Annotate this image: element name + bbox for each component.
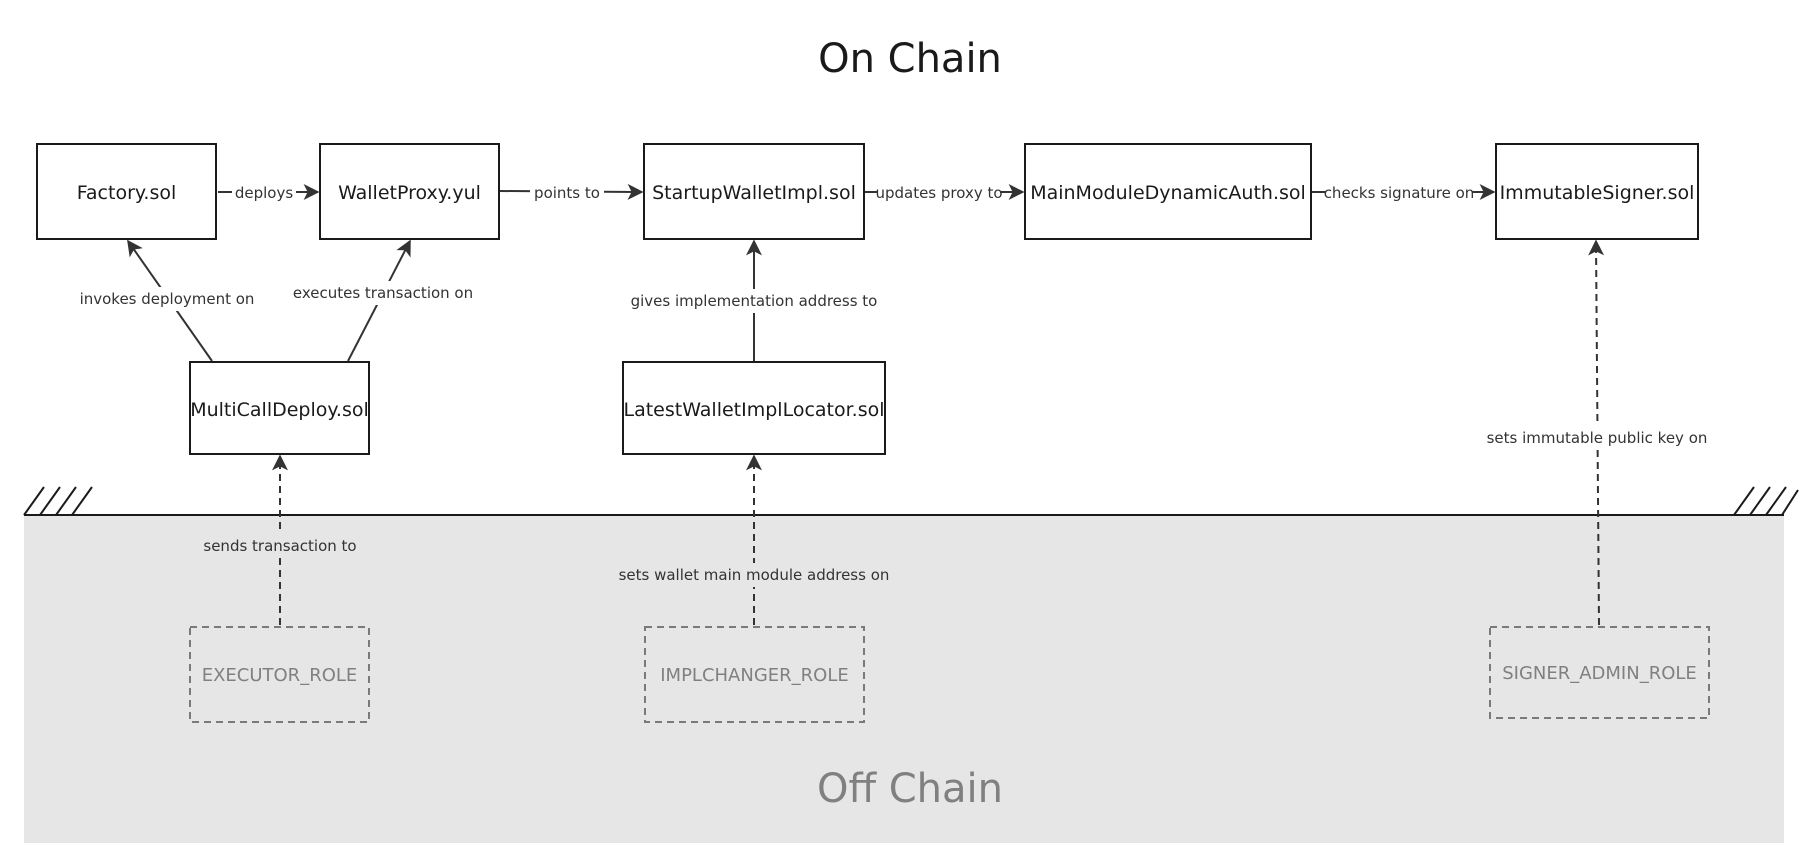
edge-label-deploys: deploys xyxy=(235,184,293,202)
node-multicall-deploy-label: MultiCallDeploy.sol xyxy=(190,399,369,421)
node-latest-wallet-impl-locator: LatestWalletImplLocator.sol xyxy=(622,361,886,455)
node-factory: Factory.sol xyxy=(36,143,217,240)
edge-label-points-to: points to xyxy=(534,184,600,202)
role-signer-admin-label: SIGNER_ADMIN_ROLE xyxy=(1502,663,1697,684)
edge-label-gives-implementation-address-to: gives implementation address to xyxy=(631,292,878,310)
hatch-left xyxy=(23,486,93,516)
off-chain-title: Off Chain xyxy=(817,766,1003,812)
edge-label-sends-transaction-to: sends transaction to xyxy=(203,537,356,555)
node-startup-wallet-impl: StartupWalletImpl.sol xyxy=(643,143,865,240)
edge-label-sets-wallet-main-module-address-on: sets wallet main module address on xyxy=(619,566,890,584)
edge-label-executes-transaction-on: executes transaction on xyxy=(293,284,473,302)
role-signer-admin: SIGNER_ADMIN_ROLE xyxy=(1489,626,1710,719)
node-factory-label: Factory.sol xyxy=(77,182,177,204)
node-immutable-signer-label: ImmutableSigner.sol xyxy=(1500,182,1695,204)
edge-label-sets-immutable-public-key-on: sets immutable public key on xyxy=(1487,429,1708,447)
role-implchanger: IMPLCHANGER_ROLE xyxy=(644,626,865,723)
role-executor-label: EXECUTOR_ROLE xyxy=(202,665,358,686)
on-chain-title: On Chain xyxy=(818,36,1002,82)
hatch-right xyxy=(1733,486,1799,516)
edge-label-updates-proxy-to: updates proxy to xyxy=(875,184,1002,202)
node-startup-wallet-impl-label: StartupWalletImpl.sol xyxy=(652,182,856,204)
node-wallet-proxy: WalletProxy.yul xyxy=(319,143,500,240)
role-implchanger-label: IMPLCHANGER_ROLE xyxy=(660,665,849,686)
node-main-module: MainModuleDynamicAuth.sol xyxy=(1024,143,1312,240)
role-executor: EXECUTOR_ROLE xyxy=(189,626,370,723)
node-latest-wallet-impl-locator-label: LatestWalletImplLocator.sol xyxy=(623,399,884,421)
node-multicall-deploy: MultiCallDeploy.sol xyxy=(189,361,370,455)
node-immutable-signer: ImmutableSigner.sol xyxy=(1495,143,1699,240)
edge-label-invokes-deployment-on: invokes deployment on xyxy=(80,290,255,308)
edge-label-checks-signature-on: checks signature on xyxy=(1324,184,1475,202)
node-main-module-label: MainModuleDynamicAuth.sol xyxy=(1030,182,1306,204)
node-wallet-proxy-label: WalletProxy.yul xyxy=(338,182,481,204)
